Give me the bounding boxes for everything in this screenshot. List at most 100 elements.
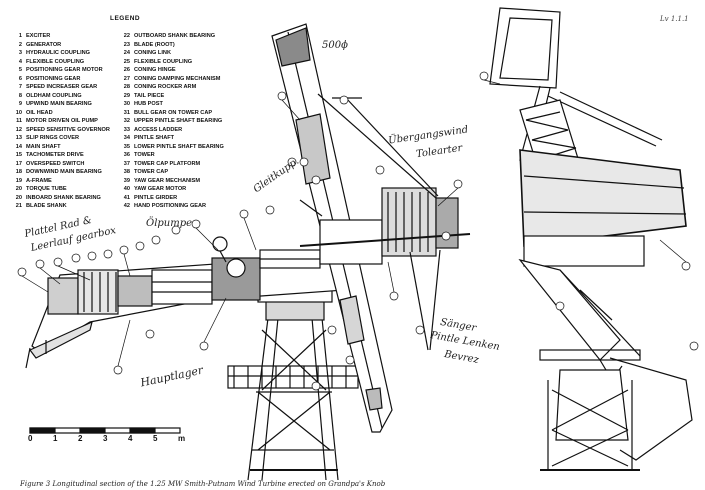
legend-item: 1 EXCITER — [12, 33, 110, 42]
hub-assembly — [299, 187, 471, 265]
legend-label: INBOARD SHANK BEARING — [26, 194, 101, 201]
legend-item: 36 TOWER — [120, 152, 224, 161]
legend-label: YAW GEAR MECHANISM — [134, 177, 200, 184]
legend-number: 6 — [18, 75, 22, 82]
legend-label: UPWIND MAIN BEARING — [26, 101, 92, 107]
scale-tick-label: 3 — [103, 434, 108, 443]
legend-number: 36 — [123, 152, 130, 158]
legend-number: 38 — [123, 169, 130, 175]
legend-label: LOWER PINTLE SHAFT BEARING — [134, 143, 224, 150]
legend-label: ACCESS LADDER — [134, 126, 183, 133]
legend-label: TOWER — [134, 152, 155, 158]
annotation-pump: Ölpumpe — [146, 218, 193, 229]
legend-number: 21 — [15, 203, 22, 209]
legend-label: GENERATOR — [26, 41, 62, 48]
legend-item: 10 OIL HEAD — [12, 110, 110, 119]
legend-label: OIL HEAD — [26, 109, 53, 116]
legend-label: CONING DAMPING MECHANISM — [134, 75, 221, 82]
legend-number: 1 — [18, 33, 22, 39]
legend-item: 29 TAIL PIECE — [120, 93, 224, 102]
legend-number: 10 — [15, 109, 22, 116]
legend-label: HYDRAULIC COUPLING — [26, 50, 91, 56]
legend-number: 5 — [18, 67, 22, 73]
legend-number: 12 — [15, 126, 22, 133]
legend-number: 20 — [15, 194, 22, 201]
legend-label: EXCITER — [26, 33, 51, 39]
legend-label: BULL GEAR ON TOWER CAP — [134, 109, 213, 116]
legend-item: 12 SPEED SENSITIVE GOVERNOR — [12, 127, 110, 136]
legend-number: 33 — [123, 126, 130, 133]
callout-markers — [17, 71, 699, 391]
side-view — [489, 7, 693, 471]
legend-item: 11 MOTOR DRIVEN OIL PUMP — [12, 118, 110, 127]
legend-label: TOWER CAP PLATFORM — [134, 160, 201, 167]
legend-item: 42 HAND POSITIONING GEAR — [120, 203, 224, 212]
legend-item: 33 ACCESS LADDER — [120, 127, 224, 136]
legend-number: 29 — [123, 92, 130, 99]
legend-label: SPEED SENSITIVE GOVERNOR — [26, 126, 110, 133]
legend-number: 8 — [18, 92, 22, 99]
legend-label: TAIL PIECE — [134, 92, 165, 99]
legend-item: 30 HUB POST — [120, 101, 224, 110]
legend-number: 24 — [123, 50, 130, 56]
annotation-top: 500ϕ — [322, 40, 348, 51]
legend-number: 20 — [15, 186, 22, 192]
legend-label: OLDHAM COUPLING — [26, 92, 82, 99]
legend-number: 7 — [18, 84, 22, 90]
legend-item: 38 TOWER CAP — [120, 169, 224, 178]
legend-number: 23 — [123, 41, 130, 48]
legend-number: 15 — [15, 152, 22, 158]
legend-label: OVERSPEED SWITCH — [26, 160, 85, 167]
legend-label: A-FRAME — [26, 177, 52, 184]
legend-label: POSITIONING GEAR — [26, 75, 81, 82]
scale-tick-label: 2 — [78, 434, 83, 443]
scale-tick-label: 1 — [53, 434, 58, 443]
legend-number: 9 — [18, 101, 22, 107]
legend-number: 28 — [123, 84, 130, 90]
legend-item: 20 INBOARD SHANK BEARING — [12, 195, 110, 204]
legend-number: 35 — [123, 143, 130, 150]
scale-bar — [29, 427, 181, 434]
legend-label: SLIP RINGS COVER — [26, 135, 80, 141]
legend-label: TORQUE TUBE — [26, 186, 67, 192]
legend-number: 39 — [123, 177, 130, 184]
legend-number: 2 — [18, 41, 22, 48]
legend-number: 32 — [123, 118, 130, 124]
tower-lattice — [227, 289, 359, 481]
legend-item: 2 GENERATOR — [12, 42, 110, 51]
legend-number: 42 — [123, 203, 130, 209]
legend-number: 30 — [123, 101, 130, 107]
scale-tick-label: 0 — [28, 434, 33, 443]
legend-label: TOWER CAP — [134, 169, 169, 175]
figure-caption: Figure 3 Longitudinal section of the 1.2… — [20, 480, 386, 488]
legend-label: BLADE (ROOT) — [134, 41, 175, 48]
legend-label: CONING LINK — [134, 50, 171, 56]
legend-label: PINTLE GIRDER — [134, 194, 178, 201]
legend-number: 18 — [15, 169, 22, 175]
legend-number: 40 — [123, 186, 130, 192]
legend-item: 8 OLDHAM COUPLING — [12, 93, 110, 102]
legend-label: FLEXIBLE COUPLING — [134, 58, 193, 65]
legend-number: 25 — [123, 58, 130, 65]
legend-number: 11 — [16, 118, 22, 124]
legend-label: CONING HINGE — [134, 67, 176, 73]
legend-label: MOTOR DRIVEN OIL PUMP — [26, 118, 98, 124]
legend-label: FLEXIBLE COUPLING — [26, 58, 85, 65]
legend-label: HAND POSITIONING GEAR — [134, 203, 207, 209]
legend-label: HUB POST — [134, 101, 163, 107]
